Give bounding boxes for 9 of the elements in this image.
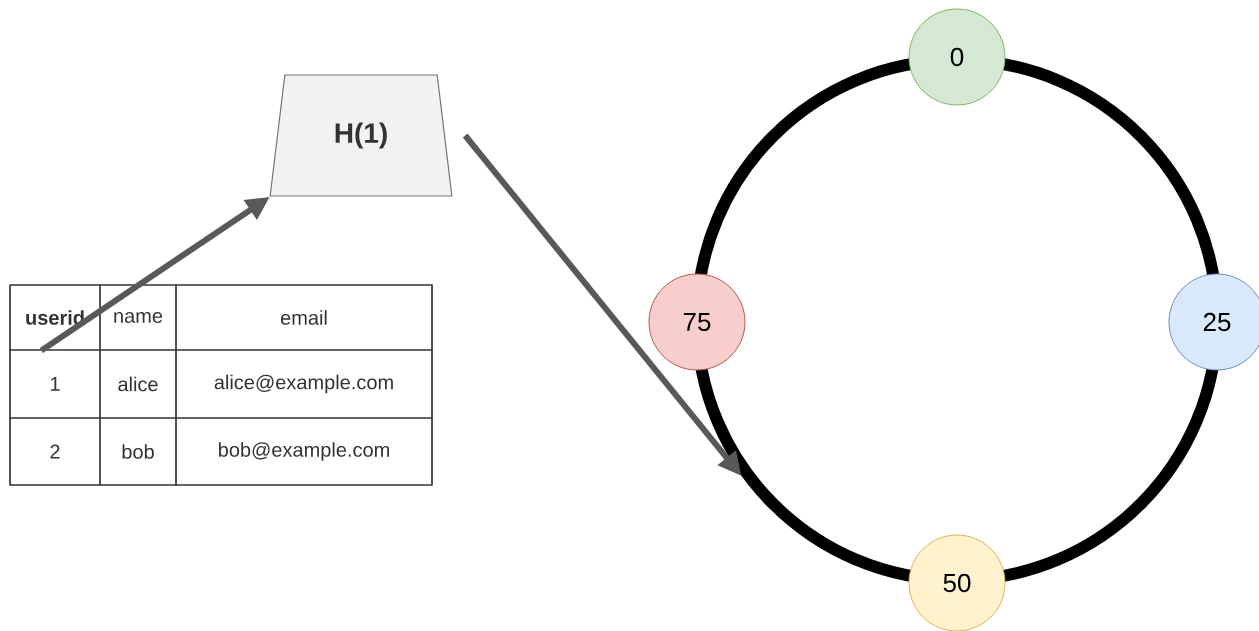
- table-cell: bob: [99, 417, 177, 486]
- table-cell: name: [99, 284, 177, 351]
- table-cell: email: [175, 284, 433, 351]
- table-cell: alice: [99, 349, 177, 419]
- table-cell: bob@example.com: [175, 417, 433, 486]
- table-cell: 1: [9, 349, 101, 419]
- hash-function-box: H(1): [269, 74, 453, 197]
- table-cell: alice@example.com: [175, 349, 433, 419]
- table-cell: 2: [9, 417, 101, 486]
